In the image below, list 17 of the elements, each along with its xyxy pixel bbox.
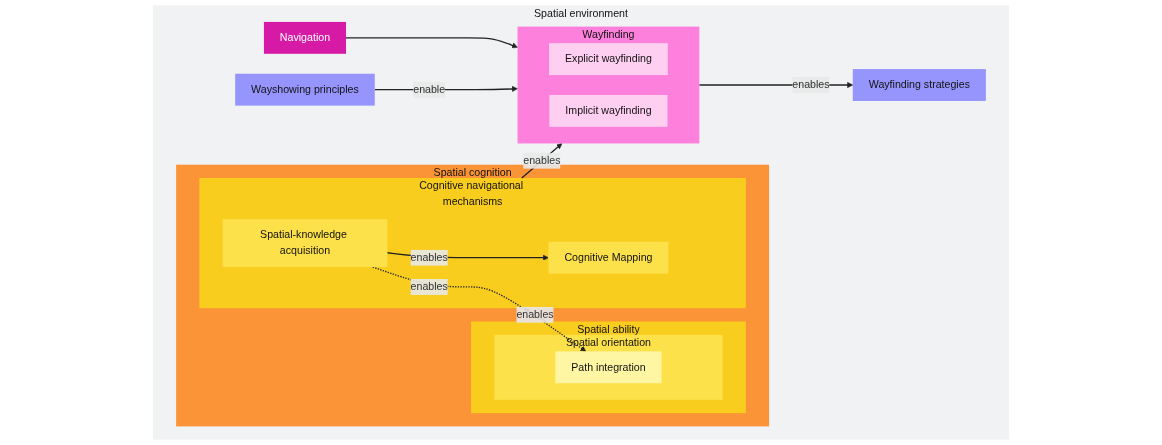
arrow <box>372 266 587 352</box>
edge-label: enables <box>410 280 448 293</box>
node-box: Navigation <box>263 21 346 54</box>
node-box: Spatial-knowledge acquisition <box>222 219 388 267</box>
node-box: Wayfinding strategies <box>852 69 986 101</box>
node-box: Explicit wayfinding <box>549 43 668 76</box>
node-box: Path integration <box>555 351 662 384</box>
arrow <box>521 143 563 179</box>
edge-label: enables <box>523 154 561 167</box>
edge-label: enable <box>413 83 446 95</box>
node-box: Wayshowing principles <box>235 73 375 106</box>
arrow <box>345 37 518 49</box>
edge-label: enables <box>792 79 830 91</box>
edge-label: enables <box>410 251 448 264</box>
node-box: Cognitive Mapping <box>548 241 669 274</box>
node-box: Implicit wayfinding <box>549 95 668 127</box>
edge-label: enables <box>516 308 554 321</box>
